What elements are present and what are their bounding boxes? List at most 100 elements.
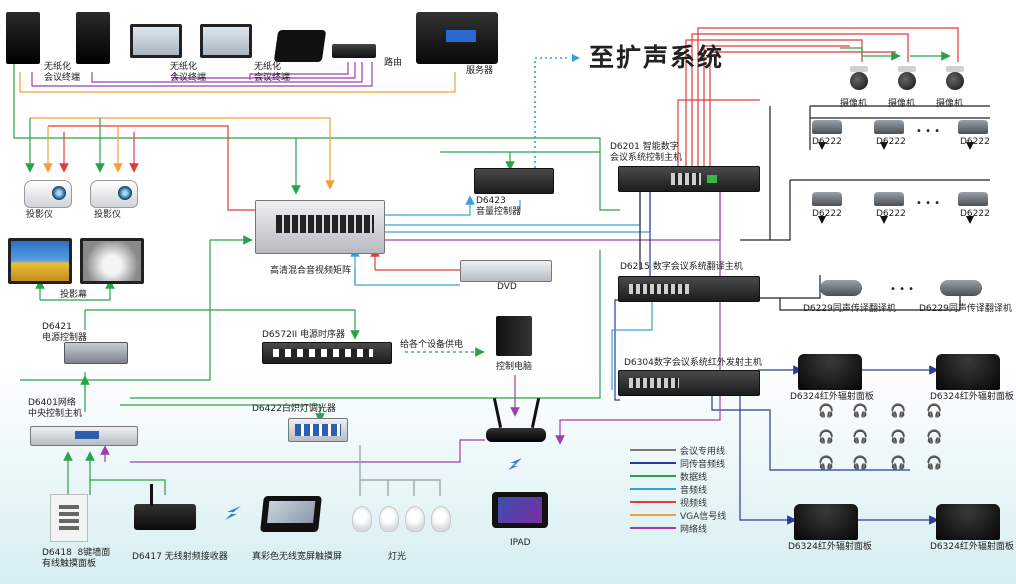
mic-label-r2-2: D6222 bbox=[876, 209, 906, 219]
headset-icon: 🎧 bbox=[818, 456, 835, 471]
projection-screen-left bbox=[8, 238, 72, 284]
headset-icon: 🎧 bbox=[852, 430, 869, 445]
server-screen bbox=[446, 30, 476, 42]
legend-swatch bbox=[630, 488, 676, 490]
ir-panel-top-right bbox=[936, 354, 1000, 390]
legend-swatch bbox=[630, 527, 676, 529]
router-label: 路由 bbox=[384, 58, 403, 68]
main-controller-label: D6201 智能数字 会议系统控制主机 bbox=[610, 142, 683, 163]
ir-panel-top-right-label: D6324红外辐射面板 bbox=[930, 392, 1014, 402]
headset-icon: 🎧 bbox=[926, 404, 943, 419]
lights-label: 灯光 bbox=[388, 552, 407, 562]
ipad-label: IPAD bbox=[510, 538, 531, 548]
legend-label: 视频线 bbox=[680, 499, 708, 509]
volume-controller-label: D6423 音量控制器 bbox=[476, 196, 522, 217]
main-controller bbox=[618, 166, 760, 192]
translation-host-label: D6215 数字会议系统翻译主机 bbox=[620, 262, 743, 272]
legend-swatch bbox=[630, 514, 676, 516]
paperless-tablet-device bbox=[273, 30, 327, 62]
power-controller-label: D6421 电源控制器 bbox=[42, 322, 88, 343]
ir-panel-bottom-left bbox=[794, 504, 858, 540]
light-bulb-4 bbox=[431, 506, 451, 532]
paperless-terminal-label-a: 无纸化 会议终端 bbox=[44, 62, 81, 83]
central-controller-label: D6401网络 中央控制主机 bbox=[28, 398, 83, 419]
paperless-monitor-2 bbox=[200, 24, 252, 58]
camera-2 bbox=[896, 66, 918, 92]
paperless-terminal-tablet-2 bbox=[76, 12, 110, 64]
delegate-mic-r2-2 bbox=[874, 192, 904, 206]
interpreter-ellipsis: • • • bbox=[890, 284, 915, 295]
projector-left-label: 投影仪 bbox=[26, 210, 54, 220]
translation-host bbox=[618, 276, 760, 302]
delegate-mic-r1-3 bbox=[958, 120, 988, 134]
mic-label-r1-2: D6222 bbox=[876, 137, 906, 147]
headset-icon: 🎧 bbox=[852, 456, 869, 471]
dimmer-label: D6422白炽灯调光器 bbox=[252, 404, 336, 414]
camera-1 bbox=[848, 66, 870, 92]
legend-label: 会议专用线 bbox=[680, 447, 726, 457]
legend-label: VGA信号线 bbox=[680, 512, 727, 522]
central-controller bbox=[30, 426, 138, 446]
projector-right-label: 投影仪 bbox=[94, 210, 122, 220]
dimmer bbox=[288, 418, 348, 442]
dvd-player bbox=[460, 260, 552, 282]
power-supply-note: 给各个设备供电 bbox=[400, 340, 464, 350]
headset-icon: 🎧 bbox=[926, 430, 943, 445]
wireless-receiver bbox=[134, 504, 196, 530]
wireless-touchscreen-label: 真彩色无线宽屏触摸屏 bbox=[252, 552, 343, 562]
projector-left bbox=[24, 180, 72, 208]
headset-icon: 🎧 bbox=[818, 404, 835, 419]
headset-icon: 🎧 bbox=[926, 456, 943, 471]
av-matrix-label: 高清混合音视频矩阵 bbox=[270, 266, 352, 276]
light-bulb-2 bbox=[379, 506, 399, 532]
headset-icon: 🎧 bbox=[852, 404, 869, 419]
paperless-monitor-1 bbox=[130, 24, 182, 58]
control-pc bbox=[496, 316, 532, 356]
ir-panel-top-left bbox=[798, 354, 862, 390]
delegate-mic-r1-2 bbox=[874, 120, 904, 134]
ir-panel-bottom-left-label: D6324红外辐射面板 bbox=[788, 542, 872, 552]
headset-icon: 🎧 bbox=[890, 430, 907, 445]
interpreter-unit-a bbox=[820, 280, 862, 296]
legend-label: 网络线 bbox=[680, 525, 708, 535]
light-bulb-3 bbox=[405, 506, 425, 532]
projection-screen-label: 投影幕 bbox=[60, 290, 88, 300]
delegate-mic-r2-3 bbox=[958, 192, 988, 206]
mic-label-r2-1: D6222 bbox=[812, 209, 842, 219]
ir-panel-bottom-right bbox=[936, 504, 1000, 540]
headset-icon: 🎧 bbox=[890, 456, 907, 471]
interpreter-unit-b-label: D6229同声传译翻译机 bbox=[919, 304, 1012, 314]
mic-label-r2-3: D6222 bbox=[960, 209, 990, 219]
pa-system-title: 至扩声系统 bbox=[589, 43, 725, 72]
mic-label-r1-3: D6222 bbox=[960, 137, 990, 147]
mic-ellipsis-r1: • • • bbox=[916, 126, 941, 137]
headset-icon: 🎧 bbox=[818, 430, 835, 445]
ir-panel-top-left-label: D6324红外辐射面板 bbox=[790, 392, 874, 402]
paperless-terminal-tablet-1 bbox=[6, 12, 40, 64]
legend: 会议专用线 同传音频线 数据线 音频线 视频线 VGA信号线 网络线 bbox=[630, 444, 780, 535]
wireless-receiver-label: D6417 无线射频接收器 bbox=[132, 552, 228, 562]
power-sequencer-label: D6572II 电源时序器 bbox=[262, 330, 346, 340]
mic-label-r1-1: D6222 bbox=[812, 137, 842, 147]
ipad-screen bbox=[498, 497, 542, 523]
camera-2-label: 摄像机 bbox=[888, 99, 916, 109]
ir-transmitter-host bbox=[618, 370, 760, 396]
interpreter-unit-a-label: D6229同声传译翻译机 bbox=[803, 304, 896, 314]
wireless-receiver-antenna bbox=[150, 484, 153, 506]
av-matrix bbox=[255, 200, 385, 254]
delegate-mic-r2-1 bbox=[812, 192, 842, 206]
ir-panel-bottom-right-label: D6324红外辐射面板 bbox=[930, 542, 1014, 552]
wifi-router bbox=[486, 428, 546, 442]
power-controller bbox=[64, 342, 128, 364]
legend-label: 同传音频线 bbox=[680, 460, 726, 470]
legend-swatch bbox=[630, 462, 676, 464]
legend-swatch bbox=[630, 475, 676, 477]
ir-host-label: D6304数字会议系统红外发射主机 bbox=[624, 358, 762, 368]
camera-1-label: 摄像机 bbox=[840, 99, 868, 109]
server-label: 服务器 bbox=[466, 66, 494, 76]
paperless-terminal-label-b: 无纸化 会议终端 bbox=[170, 62, 207, 83]
camera-3 bbox=[944, 66, 966, 92]
wall-touch-panel bbox=[50, 494, 88, 542]
